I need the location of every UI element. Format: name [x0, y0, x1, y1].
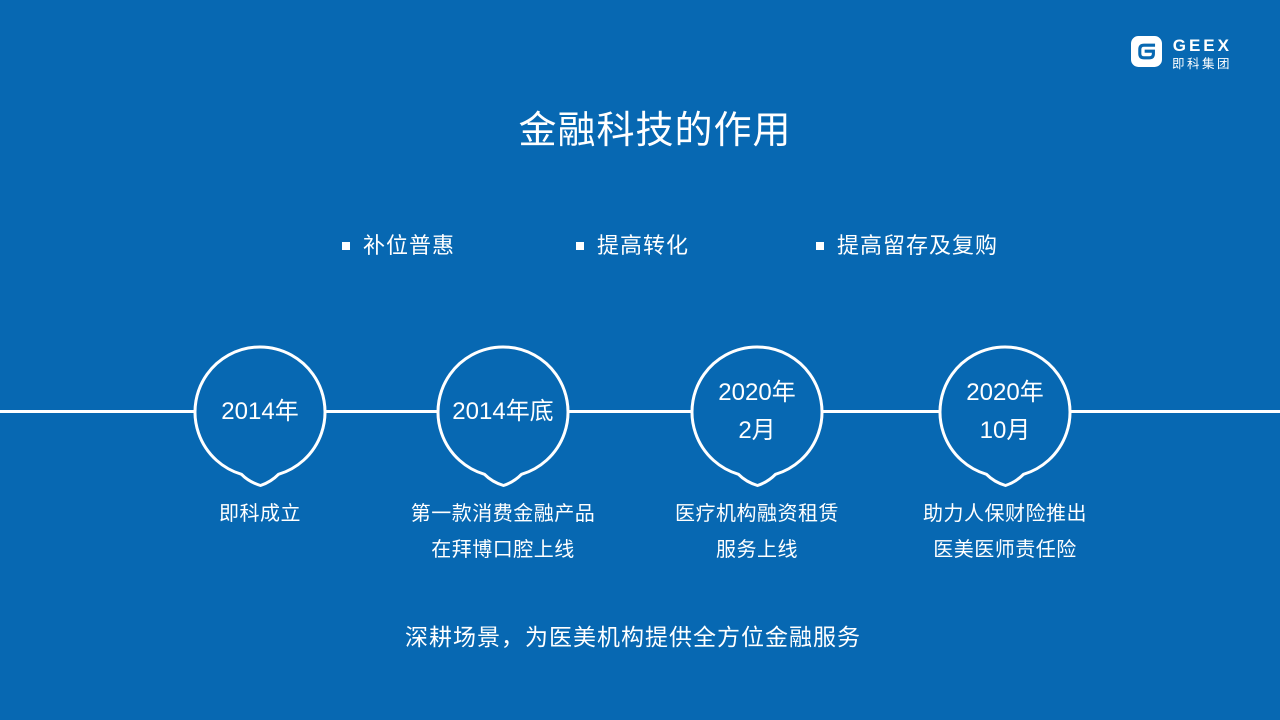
node-desc-line: 第一款消费金融产品 [410, 503, 596, 525]
node-desc-line: 即科成立 [219, 503, 301, 525]
timeline-node-date: 2020年 2月 [692, 347, 822, 477]
timeline-node-date: 2014年底 [438, 347, 568, 477]
node-desc-line: 医疗机构融资租赁 [675, 503, 839, 525]
timeline-node-desc: 第一款消费金融产品 在拜博口腔上线 [373, 496, 633, 568]
geex-g-icon [1130, 36, 1162, 67]
node-date-line: 2020年 [966, 379, 1044, 406]
node-date-line: 2020年 [718, 379, 796, 406]
geex-logo: GEEX 即科集团 [1130, 36, 1232, 71]
timeline-node-desc: 助力人保财险推出 医美医师责任险 [875, 496, 1135, 568]
bullet-square-icon [576, 242, 584, 250]
bullet-label: 提高留存及复购 [837, 233, 999, 258]
node-desc-line: 在拜博口腔上线 [431, 539, 575, 561]
node-desc-line: 助力人保财险推出 [923, 503, 1087, 525]
timeline-node-desc: 医疗机构融资租赁 服务上线 [627, 496, 887, 568]
timeline-node-bubble-icon [690, 345, 824, 487]
logo-brand-cn-text: 即科集团 [1171, 57, 1232, 71]
timeline-node-bubble-icon [938, 345, 1072, 487]
bullet-label: 补位普惠 [363, 233, 456, 258]
timeline-node-bubble-icon [436, 345, 570, 487]
node-desc-line: 服务上线 [716, 539, 798, 561]
node-date-line: 10月 [979, 417, 1031, 444]
bullet-item-puhui: 补位普惠 [342, 233, 455, 259]
timeline-node-date: 2014年 [195, 347, 325, 477]
bullet-square-icon [342, 242, 350, 250]
timeline-line [0, 410, 1280, 413]
tagline: 深耕场景，为医美机构提供全方位金融服务 [405, 624, 861, 650]
bullet-item-liucun: 提高留存及复购 [816, 233, 998, 259]
node-desc-line: 医美医师责任险 [933, 539, 1077, 561]
node-date-line: 2月 [738, 417, 776, 444]
logo-text-block: GEEX 即科集团 [1172, 36, 1232, 71]
node-date-line: 2014年底 [452, 398, 554, 425]
node-date-line: 2014年 [221, 398, 299, 425]
logo-brand-text: GEEX [1172, 36, 1232, 55]
timeline-node-desc: 即科成立 [130, 496, 390, 532]
page-title: 金融科技的作用 [518, 110, 792, 152]
bullet-label: 提高转化 [597, 233, 690, 258]
bullet-square-icon [816, 242, 824, 250]
timeline-node-bubble-icon [193, 345, 327, 487]
timeline-node-date: 2020年 10月 [940, 347, 1070, 477]
bullet-item-zhuanhua: 提高转化 [576, 233, 689, 259]
